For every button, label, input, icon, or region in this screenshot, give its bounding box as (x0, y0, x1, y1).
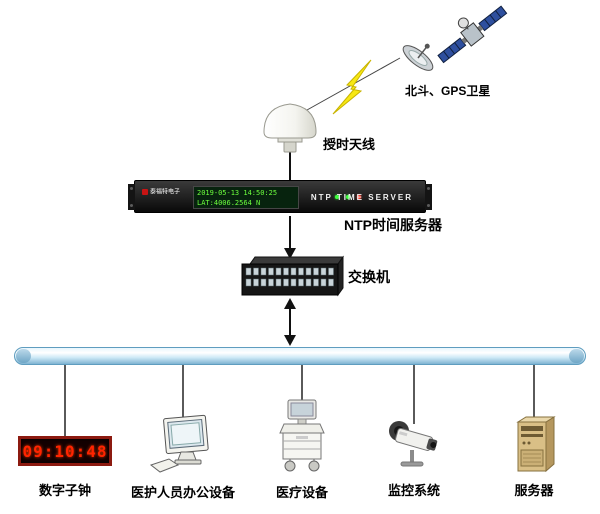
led-green-icon (335, 195, 339, 199)
lcd-line2: LAT:4006.2564 N (197, 199, 261, 207)
logo-mark-icon (142, 189, 148, 195)
network-bus (14, 347, 586, 365)
digital-clock: 09:10:48 (18, 436, 112, 466)
lightning-bolt-icon (332, 59, 372, 115)
logo-text: 泰福特电子 (150, 189, 181, 196)
label-office-equipment: 医护人员办公设备 (130, 485, 235, 500)
arrowhead-up-icon (284, 298, 296, 309)
arrowhead-down-icon (284, 248, 296, 259)
bus-endcap-left (16, 349, 31, 363)
label-satellite: 北斗、GPS卫星 (405, 84, 491, 98)
server-tower-icon (516, 416, 556, 473)
label-ntp-server: NTP时间服务器 (344, 217, 442, 233)
switch-icon (241, 255, 344, 297)
medical-cart-icon (279, 399, 325, 472)
label-antenna: 授时天线 (323, 137, 376, 152)
led-red-icon (357, 195, 361, 199)
server-lcd-display: 2019-05-13 14:50:25 LAT:4006.2564 N (193, 186, 299, 209)
satellite-icon (402, 5, 508, 71)
bus-endcap-right (569, 349, 584, 363)
rack-ear-right (425, 184, 432, 210)
dish-antenna-icon (402, 43, 434, 71)
server-led-indicators (335, 195, 361, 199)
rack-ear-left (128, 184, 135, 210)
label-medical-equipment: 医疗设备 (275, 485, 328, 500)
led-green2-icon (346, 195, 350, 199)
server-logo: 泰福特电子 (142, 189, 190, 197)
ntp-server-unit: 泰福特电子 2019-05-13 14:50:25 LAT:4006.2564 … (128, 180, 432, 213)
arrowhead-down2-icon (284, 335, 296, 346)
label-digital-clock: 数字子钟 (38, 483, 91, 498)
label-monitoring-system: 监控系统 (387, 483, 440, 498)
clock-time: 09:10:48 (22, 441, 108, 461)
server-panel-title: NTP TIME SERVER (310, 193, 413, 202)
cctv-camera-icon (389, 421, 438, 467)
office-computer-icon (149, 414, 209, 473)
lcd-line1: 2019-05-13 14:50:25 (197, 189, 278, 197)
label-server: 服务器 (514, 483, 554, 498)
label-switch: 交换机 (348, 269, 390, 285)
timing-antenna-icon (263, 103, 317, 153)
